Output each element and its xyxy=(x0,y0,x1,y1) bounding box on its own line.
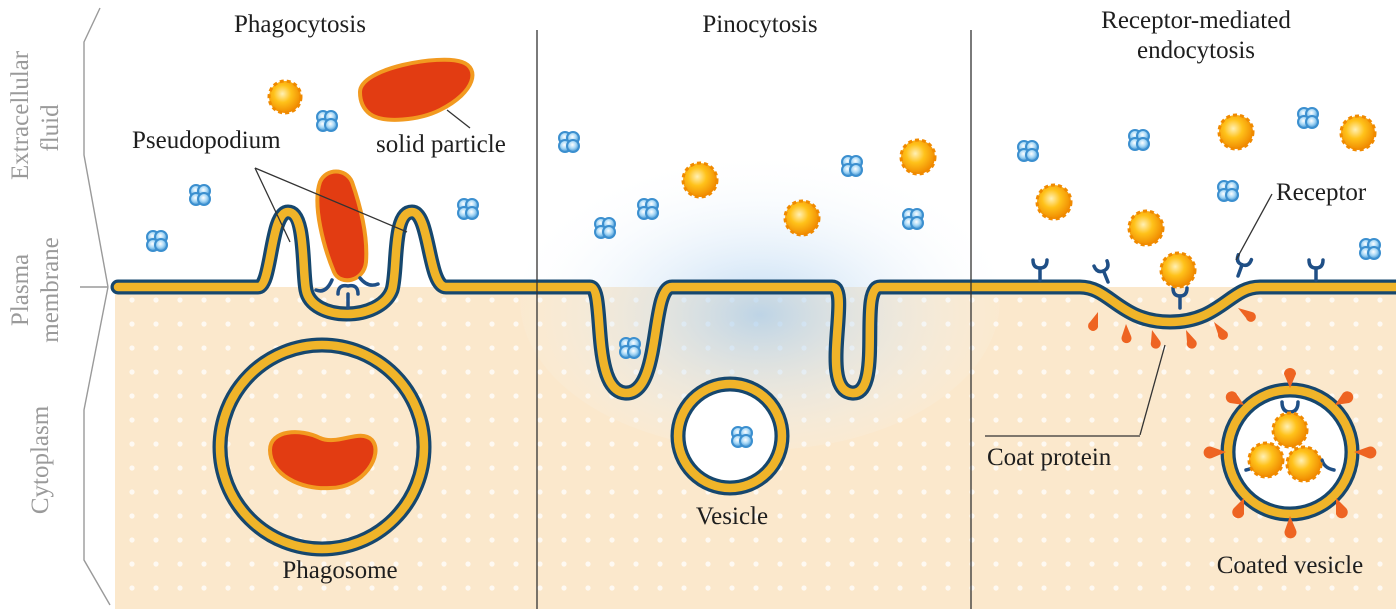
label-solid-particle: solid particle xyxy=(376,131,506,158)
molecule xyxy=(458,199,478,219)
molecule xyxy=(317,111,337,131)
side-label-cytoplasm: Cytoplasm xyxy=(27,405,54,514)
ligand xyxy=(269,81,301,113)
side-label-plasma: Plasma xyxy=(7,254,34,326)
molecule xyxy=(842,156,862,176)
pinocytosis-vesicle xyxy=(678,384,782,488)
section-title-receptor-line2: endocytosis xyxy=(1137,37,1255,64)
solid-particle-leader-line xyxy=(447,110,470,128)
receptor-leader-line xyxy=(1236,194,1272,260)
molecule xyxy=(1129,130,1149,150)
section-title-pinocytosis: Pinocytosis xyxy=(702,11,817,38)
molecule xyxy=(1018,141,1038,161)
molecule xyxy=(1298,108,1318,128)
side-label-membrane: membrane xyxy=(37,237,64,343)
side-brackets xyxy=(80,8,110,605)
section-title-receptor-line1: Receptor-mediated xyxy=(1101,7,1291,34)
ligand xyxy=(901,140,935,174)
molecule xyxy=(620,338,640,358)
molecule xyxy=(147,231,167,251)
molecule xyxy=(903,209,923,229)
molecule xyxy=(638,199,658,219)
particle-in-pseudopodium xyxy=(317,172,366,281)
label-vesicle: Vesicle xyxy=(696,503,768,530)
molecule xyxy=(595,218,615,238)
label-coated-vesicle: Coated vesicle xyxy=(1217,552,1363,579)
label-coat-protein: Coat protein xyxy=(987,444,1112,471)
ligand xyxy=(1341,116,1375,150)
label-phagosome: Phagosome xyxy=(282,557,397,584)
label-receptor: Receptor xyxy=(1276,179,1367,206)
ligand xyxy=(785,201,819,235)
ligand xyxy=(1129,211,1163,245)
side-label-fluid: fluid xyxy=(37,104,64,152)
molecule xyxy=(190,185,210,205)
section-title-phagocytosis: Phagocytosis xyxy=(234,11,366,38)
ligand xyxy=(1037,185,1071,219)
solid-particle xyxy=(360,60,472,120)
molecule xyxy=(1360,239,1380,259)
molecule xyxy=(732,427,752,447)
molecule xyxy=(1218,181,1238,201)
label-pseudopodium: Pseudopodium xyxy=(132,127,281,154)
bound-ligand xyxy=(1161,253,1195,287)
ligand xyxy=(1219,115,1253,149)
ligand xyxy=(683,163,717,197)
side-label-extracellular: Extracellular xyxy=(7,50,34,180)
molecule xyxy=(559,132,579,152)
